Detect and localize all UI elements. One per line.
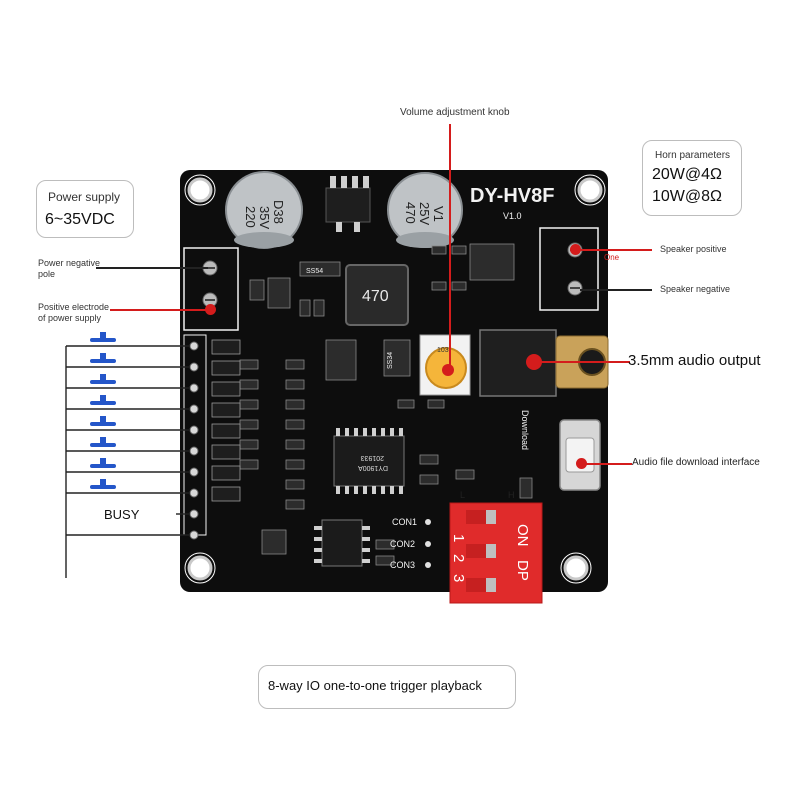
- power-negative-pointer: [96, 267, 208, 269]
- cap-left-text-1: 220: [243, 206, 258, 228]
- audio-output-pointer: [540, 361, 630, 363]
- power-negative-label: Power negative pole: [38, 258, 101, 279]
- positive-electrode-pointer: [110, 309, 208, 311]
- power-supply-range: 6~35VDC: [45, 211, 115, 228]
- svg-text:201933: 201933: [361, 454, 384, 461]
- cap-right-text-3: V1: [431, 206, 446, 222]
- svg-text:CON1: CON1: [392, 517, 417, 527]
- main-chip: 201933 DY1900A: [333, 428, 405, 494]
- positive-electrode-label: Positive electrode of power supply: [38, 302, 110, 323]
- horn-parameter-4ohm: 20W@4Ω: [652, 166, 722, 183]
- diode-silk: SS54 SS34: [306, 268, 394, 369]
- svg-text:103: 103: [437, 347, 449, 354]
- cap-left-text-2: 35V: [257, 206, 272, 229]
- horn-parameters-box: [642, 140, 742, 216]
- caption-box: [258, 665, 516, 709]
- speaker-positive-pointer: [580, 249, 652, 251]
- volume-knob-pointer: [449, 124, 451, 370]
- diode-column: [211, 339, 241, 502]
- audio-jack: [479, 329, 609, 397]
- dip-label-h: H: [508, 490, 515, 500]
- svg-text:DY1900A: DY1900A: [358, 464, 388, 471]
- svg-text:2: 2: [450, 554, 467, 562]
- flash-chip: [314, 519, 370, 567]
- button-wiring: [65, 345, 190, 578]
- speaker-negative-pointer: [580, 289, 652, 291]
- con-labels: CON1 CON2 CON3: [390, 517, 417, 570]
- busy-label: BUSY: [104, 507, 140, 522]
- svg-text:SS34: SS34: [387, 352, 394, 369]
- push-buttons: [90, 332, 116, 489]
- power-supply-box: [36, 180, 134, 238]
- svg-text:CON2: CON2: [390, 539, 415, 549]
- audio-output-label: 3.5mm audio output: [628, 352, 761, 369]
- smd-components: [239, 243, 533, 566]
- regulator-ic: [325, 176, 371, 232]
- board-model: DY-HV8F: [470, 185, 554, 207]
- download-interface-dot: [576, 458, 587, 469]
- cap-right-text-2: 25V: [417, 202, 432, 225]
- svg-text:SS54: SS54: [306, 268, 323, 275]
- capacitor-left: 220 35V D38: [225, 171, 303, 249]
- speaker-positive-label: Speaker positive: [660, 244, 727, 254]
- svg-text:3: 3: [450, 574, 467, 582]
- cap-left-text-3: D38: [271, 200, 286, 224]
- mounting-holes: [187, 177, 603, 581]
- download-interface-pointer: [586, 463, 632, 465]
- inductor: 470: [345, 264, 409, 326]
- capacitor-right: 470 25V V1: [387, 172, 463, 248]
- svg-text:DP: DP: [514, 560, 531, 581]
- speaker-positive-dot: [570, 244, 581, 255]
- caption-text: 8-way IO one-to-one trigger playback: [268, 678, 482, 693]
- horn-parameter-8ohm: 10W@8Ω: [652, 188, 722, 205]
- positive-electrode-dot: [205, 304, 216, 315]
- io-pins: [189, 341, 199, 540]
- cap-right-text-1: 470: [403, 202, 418, 224]
- volume-knob-dot: [442, 364, 454, 376]
- speaker-negative-label: Speaker negative: [660, 284, 731, 294]
- download-interface-label: Audio file download interface: [632, 457, 760, 468]
- svg-text:470: 470: [362, 288, 389, 305]
- svg-text:ON: ON: [514, 524, 531, 547]
- board-version: V1.0: [503, 211, 522, 221]
- dip-label-l: L: [460, 490, 465, 500]
- dip-switch: 1 2 3 ON DP: [449, 502, 543, 604]
- usb-port: [559, 419, 601, 491]
- svg-text:CON3: CON3: [390, 560, 415, 570]
- volume-knob-label: Volume adjustment knob: [400, 107, 510, 118]
- speaker-one-label: One: [604, 253, 620, 262]
- power-supply-title: Power supply: [48, 190, 121, 204]
- svg-text:1: 1: [450, 534, 467, 542]
- horn-parameters-title: Horn parameters: [655, 150, 731, 161]
- audio-output-dot: [526, 354, 542, 370]
- download-silk: Download: [520, 410, 530, 450]
